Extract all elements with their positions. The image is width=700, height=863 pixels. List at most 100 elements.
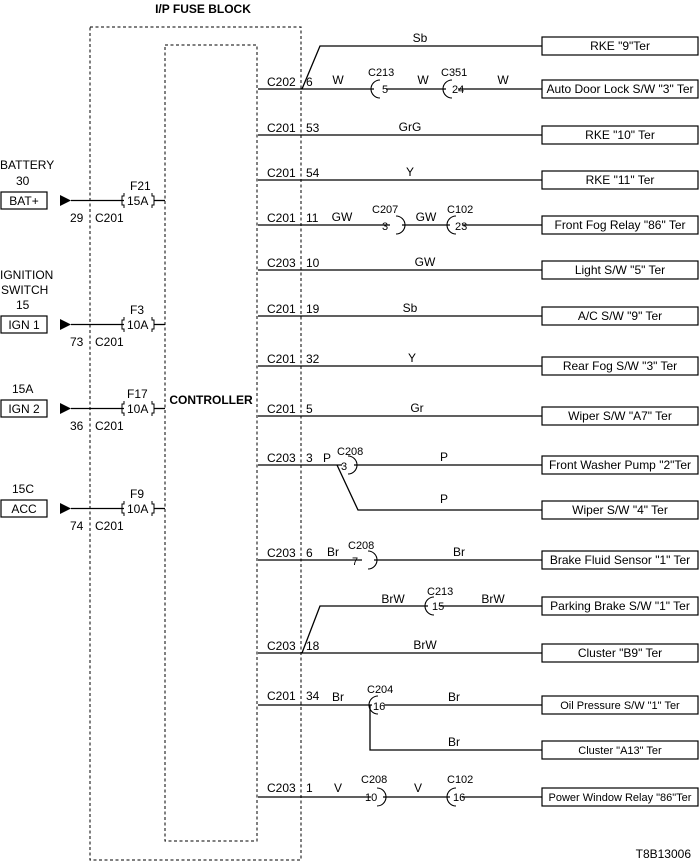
wire-color: Br xyxy=(453,545,465,559)
wire-color: P xyxy=(440,450,448,464)
terminal-label: Front Washer Pump "2"Ter xyxy=(549,458,691,472)
splice-connector: C213 xyxy=(427,586,453,598)
fuse-id: F17 xyxy=(127,387,148,401)
terminal-box xyxy=(541,79,699,99)
controller-outline xyxy=(164,44,258,842)
input-acc: 15C ACC F9 10A 74 C201 xyxy=(0,482,165,533)
connector: C201 xyxy=(267,121,296,135)
terminal-box xyxy=(541,740,699,760)
terminal-label: RKE "11" Ter xyxy=(586,173,655,187)
terminal-box xyxy=(541,787,699,807)
splice-pin: 16 xyxy=(373,701,385,713)
terminal-label: Wiper S/W "A7" Ter xyxy=(568,409,672,423)
pin: 74 xyxy=(70,519,84,533)
output-rke-9: Sb RKE "9"Ter xyxy=(301,31,699,90)
fuse-block-outline xyxy=(89,26,302,861)
wire-color: Y xyxy=(406,165,414,179)
controller-label: CONTROLLER xyxy=(169,393,253,407)
wire-color: Br xyxy=(332,690,344,704)
pin: 6 xyxy=(306,75,313,89)
terminal-box xyxy=(0,191,48,210)
output-rke-11: C201 54 Y RKE "11" Ter xyxy=(258,165,699,190)
terminal-box xyxy=(541,500,699,520)
diagram-title: I/P FUSE BLOCK xyxy=(155,2,251,16)
output-power-window-relay: C203 1 V C208 10 V C102 16 Power Window … xyxy=(258,774,699,807)
terminal-box xyxy=(541,36,699,56)
terminal-box xyxy=(541,596,699,616)
pin: 34 xyxy=(306,689,320,703)
source-label: IGNITION xyxy=(0,268,53,282)
arrow-icon xyxy=(60,195,71,206)
splice-connector: C207 xyxy=(372,204,398,216)
pin: 6 xyxy=(306,546,313,560)
output-parking-brake-sw: BrW C213 15 BrW Parking Brake S/W "1" Te… xyxy=(301,586,699,654)
arrow-icon xyxy=(60,319,71,330)
wire-color: Y xyxy=(408,351,416,365)
terminal-box xyxy=(0,499,48,518)
splice-pin: 3 xyxy=(382,221,388,233)
terminal-box xyxy=(541,695,699,715)
wire-color: Br xyxy=(448,735,460,749)
wire-color: BrW xyxy=(381,592,405,606)
wire-color: V xyxy=(334,781,342,795)
wire-color: BrW xyxy=(481,592,505,606)
terminal-label: Front Fog Relay "86" Ter xyxy=(554,218,685,232)
source-label: BATTERY xyxy=(0,158,54,172)
wire-color: BrW xyxy=(413,638,437,652)
connector: C203 xyxy=(267,256,296,270)
splice-connector: C208 xyxy=(348,540,374,552)
terminal-label: Rear Fog S/W "3" Ter xyxy=(563,359,677,373)
output-cluster-b9: C203 18 BrW Cluster "B9" Ter xyxy=(258,638,699,663)
output-auto-door-lock: C202 6 W C213 5 W C351 24 W Auto Door Lo… xyxy=(258,67,699,99)
wire-color: Sb xyxy=(403,301,418,315)
wire-color: W xyxy=(497,73,509,87)
pin: 10 xyxy=(306,256,320,270)
terminal-label: BAT+ xyxy=(9,194,38,208)
arrow-icon xyxy=(60,503,71,514)
splice-pin: 24 xyxy=(452,84,464,96)
connector-pin-icon xyxy=(442,79,453,99)
output-oil-pressure-sw: C201 34 Br C204 16 Br Oil Pressure S/W "… xyxy=(258,684,699,715)
wire-color: P xyxy=(440,492,448,506)
output-cluster-a13: Br Cluster "A13" Ter xyxy=(369,705,699,760)
terminal-box xyxy=(541,550,699,570)
connector: C201 xyxy=(267,166,296,180)
connector: C202 xyxy=(267,75,296,89)
splice-connector: C102 xyxy=(447,204,473,216)
source-num: 15 xyxy=(16,298,30,312)
source-num: 30 xyxy=(16,174,30,188)
pin: 19 xyxy=(306,302,320,316)
terminal-box xyxy=(541,260,699,280)
splice-pin: 3 xyxy=(341,461,347,473)
terminal-label: RKE "9"Ter xyxy=(590,39,650,53)
connector: C201 xyxy=(267,302,296,316)
terminal-label: Brake Fluid Sensor "1" Ter xyxy=(550,553,690,567)
output-light-sw: C203 10 GW Light S/W "5" Ter xyxy=(258,255,699,280)
output-rear-fog-sw: C201 32 Y Rear Fog S/W "3" Ter xyxy=(258,351,699,376)
terminal-box xyxy=(0,399,48,418)
connector: C201 xyxy=(267,402,296,416)
terminal-box xyxy=(541,306,699,326)
terminal-label: Power Window Relay "86"Ter xyxy=(549,792,692,804)
fuse-icon xyxy=(121,317,125,332)
wire-color: Gr xyxy=(410,401,423,415)
wire-color: P xyxy=(323,451,331,465)
splice-connector: C208 xyxy=(361,774,387,786)
connector-pin-icon xyxy=(376,787,387,807)
wire-color: W xyxy=(332,73,344,87)
connector: C201 xyxy=(95,335,124,349)
terminal-label: RKE "10" Ter xyxy=(585,128,655,142)
terminal-box xyxy=(0,315,48,334)
fuse-icon xyxy=(121,193,125,208)
terminal-label: Cluster "B9" Ter xyxy=(578,646,662,660)
fuse-rating: 10A xyxy=(127,502,148,516)
figure-id: T8B13006 xyxy=(636,847,692,861)
output-rke-10: C201 53 GrG RKE "10" Ter xyxy=(258,120,699,145)
input-battery: BATTERY 30 BAT+ F21 15A 29 C201 xyxy=(0,158,165,225)
connector: C203 xyxy=(267,546,296,560)
connector: C201 xyxy=(95,519,124,533)
wire-color: GW xyxy=(415,255,436,269)
source-label-2: SWITCH xyxy=(1,283,48,297)
splice-pin: 15 xyxy=(432,601,444,613)
